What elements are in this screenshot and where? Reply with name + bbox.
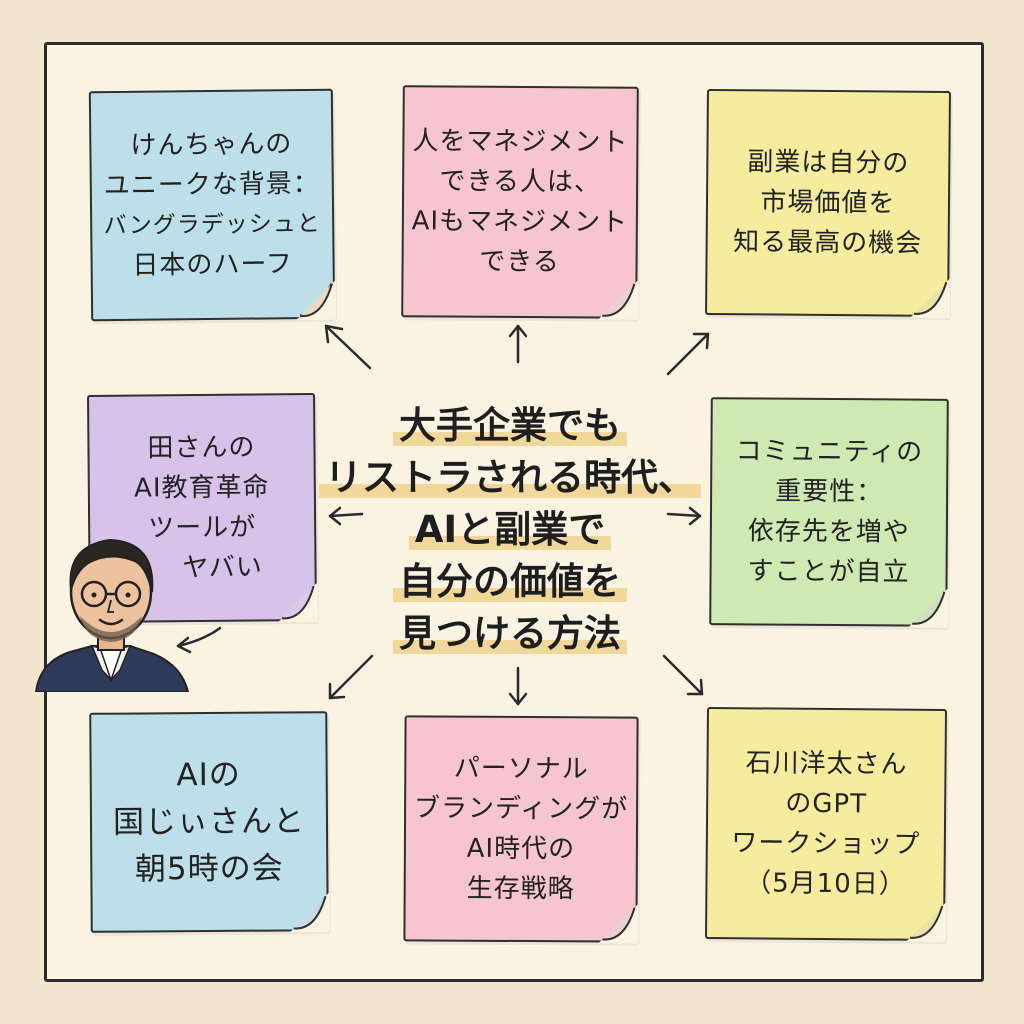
note-line: パーソナル	[453, 753, 589, 785]
note-line: ワークショップ	[731, 828, 921, 860]
note-line: 日本のハーフ	[132, 249, 293, 281]
note-community: コミュニティの 重要性： 依存先を増や すことが自立	[709, 397, 949, 628]
note-line: 朝5時の会	[134, 849, 284, 888]
page-curl-icon	[296, 279, 337, 321]
page-curl-icon	[908, 587, 949, 628]
page-curl-icon	[598, 279, 639, 320]
note-line: 依存先を増や	[747, 516, 910, 548]
center-title: 大手企業でも リストラされる時代、 AIと副業で 自分の価値を 見つける方法	[319, 388, 701, 672]
note-line: AIもマネジメント	[411, 206, 629, 238]
note-line: 石川洋太さん	[745, 748, 908, 780]
note-side-business: 副業は自分の 市場価値を 知る最高の機会	[705, 88, 951, 319]
man-with-glasses-avatar-icon	[34, 538, 190, 692]
note-line: 重要性：	[775, 476, 884, 508]
note-kenchan-background: けんちゃんの ユニークな背景： バングラデッシュと 日本のハーフ	[88, 88, 337, 322]
note-line: すことが自立	[747, 556, 910, 588]
note-line: ブランディングが	[413, 793, 629, 825]
note-line: バングラデッシュと	[103, 210, 321, 240]
page-curl-icon	[278, 581, 318, 623]
center-title-line: リストラされる時代、	[319, 452, 701, 504]
note-line: 田さんの	[147, 432, 256, 464]
note-line: のGPT	[785, 788, 868, 820]
note-ai-education: 田さんの AI教育革命 ツールが ヤバい	[87, 393, 318, 623]
note-line: 国じぃさんと	[112, 802, 306, 841]
note-line: AI時代の	[466, 833, 576, 865]
page-curl-icon	[598, 903, 639, 944]
center-title-line: 自分の価値を	[393, 556, 627, 608]
note-line: コミュニティの	[735, 436, 924, 468]
note-line: 市場価値を	[760, 187, 896, 219]
note-line: できる	[479, 246, 560, 278]
note-line: AIの	[176, 756, 241, 793]
note-line: できる人は、	[439, 166, 601, 198]
center-title-line: 大手企業でも	[393, 400, 627, 452]
page-curl-icon	[905, 902, 947, 943]
note-personal-branding: パーソナル ブランディングが AI時代の 生存戦略	[403, 715, 639, 944]
note-line: 人をマネジメント	[412, 126, 629, 158]
center-title-line: 見つける方法	[393, 608, 627, 660]
note-gpt-workshop: 石川洋太さん のGPT ワークショップ （5月10日）	[704, 706, 948, 943]
note-line: 副業は自分の	[747, 147, 910, 179]
note-ai-morning-meeting: AIの 国じぃさんと 朝5時の会	[89, 711, 330, 933]
center-title-line: AIと副業で	[408, 504, 612, 556]
page-curl-icon	[910, 278, 951, 319]
note-management: 人をマネジメント できる人は、 AIもマネジメント できる	[401, 85, 639, 320]
note-line: 生存戦略	[466, 873, 575, 905]
note-line: （5月10日）	[745, 868, 906, 900]
note-line: AI教育革命	[133, 472, 270, 504]
page-curl-icon	[289, 892, 330, 933]
note-line: 知る最高の機会	[733, 227, 923, 259]
note-line: けんちゃんの	[130, 129, 293, 161]
note-line: ユニークな背景：	[103, 168, 320, 202]
